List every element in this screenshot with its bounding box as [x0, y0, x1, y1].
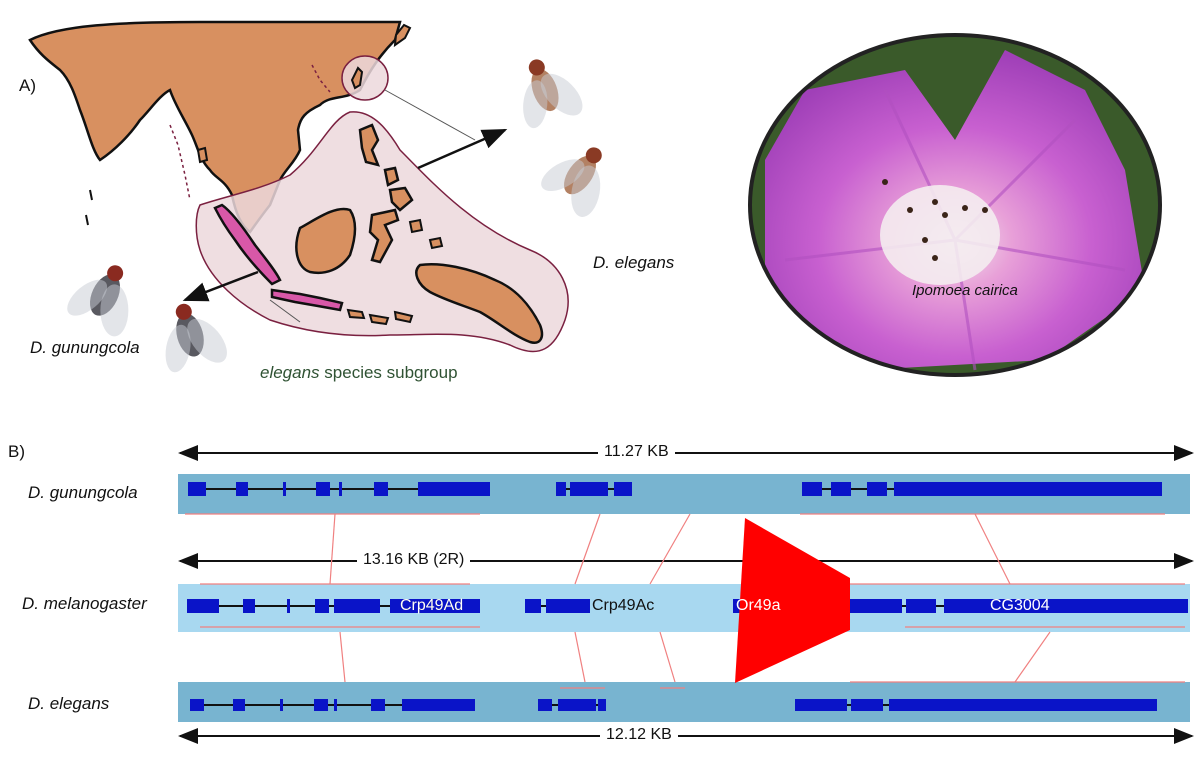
arrow-to-gunungcola [182, 270, 259, 302]
length-label-gunungcola: 11.27 KB [598, 443, 675, 461]
subgroup-label-italic: elegans [260, 363, 320, 382]
subgroup-label-rest: species subgroup [319, 363, 458, 382]
species-label-elegans: D. elegans [593, 253, 675, 272]
java-island [270, 288, 344, 312]
arrow-to-elegans [417, 128, 508, 170]
exons-gunungcola [188, 482, 1162, 496]
maluku-islands [408, 218, 444, 250]
taiwan-range [341, 55, 389, 101]
southeast-asia-map [28, 20, 602, 373]
sri-lanka-island [196, 146, 209, 164]
andaman-islands [85, 189, 93, 226]
flower-photo [748, 33, 1162, 377]
new-guinea-island [415, 263, 544, 344]
dashed-boundary [169, 124, 191, 201]
synteny-diagram [178, 445, 1194, 744]
track-label-melanogaster: D. melanogaster [22, 594, 147, 613]
fly-icon [67, 265, 129, 337]
panel-a-label: A) [19, 76, 36, 95]
gene-label-or49a: Or49a [736, 597, 781, 614]
sumatra-island [213, 203, 282, 286]
lesser-sunda-islands [346, 308, 414, 326]
length-label-elegans: 12.12 KB [600, 726, 678, 744]
subgroup-label: elegans species subgroup [260, 363, 458, 383]
fly-icon [541, 147, 602, 217]
connector-line [269, 299, 301, 323]
gene-label-crp49ad: Crp49Ad [400, 597, 464, 614]
or49a-insertion-marker [735, 518, 850, 683]
gene-label-cg3004: CG3004 [990, 597, 1050, 614]
species-label-gunungcola: D. gunungcola [30, 338, 140, 357]
borneo-island [295, 207, 357, 274]
panel-b-label: B) [8, 442, 25, 461]
exons-elegans [190, 699, 1157, 711]
philippines-islands [358, 123, 414, 212]
gene-label-crp49ac: Crp49Ac [592, 597, 655, 614]
connector-line [384, 89, 476, 141]
japan-island [393, 23, 412, 48]
length-label-melanogaster: 13.16 KB (2R) [357, 551, 471, 569]
fly-icon [165, 303, 227, 373]
flower-label: Ipomoea cairica [912, 282, 1018, 299]
synteny-links [185, 513, 1185, 689]
sulawesi-island [368, 208, 400, 264]
track-label-elegans: D. elegans [28, 694, 110, 713]
track-label-gunungcola: D. gunungcola [28, 483, 138, 502]
fly-icon [523, 59, 583, 129]
